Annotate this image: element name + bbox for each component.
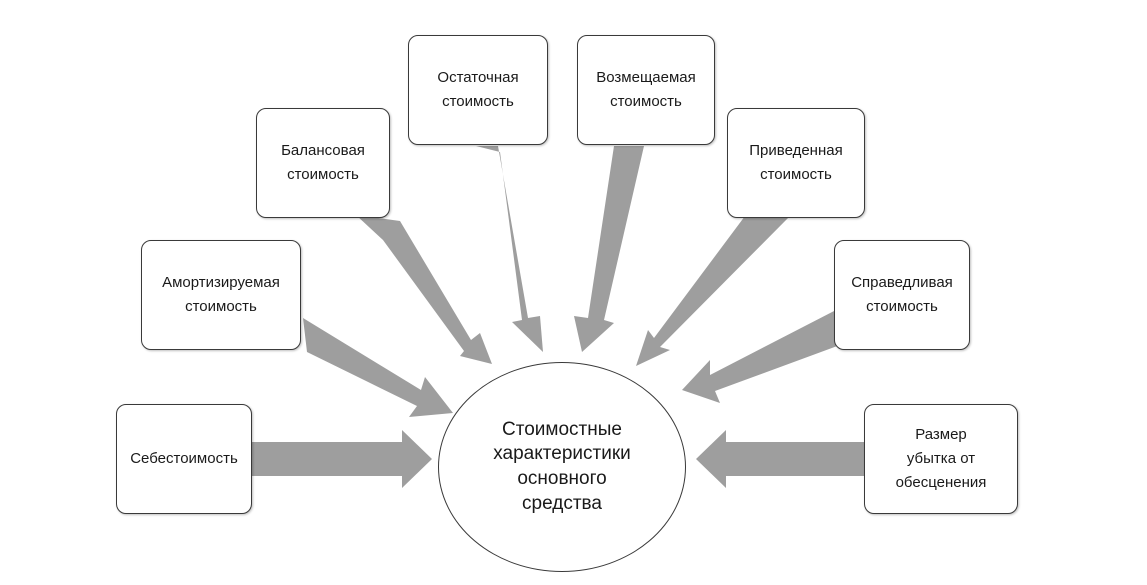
arrow-balans	[356, 215, 492, 364]
node-label: Балансовая стоимость	[281, 142, 365, 183]
node-sebestoimost: Себестоимость	[116, 404, 252, 514]
node-label: Справедливая стоимость	[851, 274, 953, 315]
arrow-amortiz	[303, 318, 453, 417]
node-ostatoch: Остаточная стоимость	[408, 35, 548, 145]
node-spravedl: Справедливая стоимость	[834, 240, 970, 350]
node-ubytok: Размер убытка от обесценения	[864, 404, 1018, 514]
arrow-priveden	[636, 216, 790, 366]
node-label: Остаточная стоимость	[437, 69, 519, 110]
node-vozmesh: Возмещаемая стоимость	[577, 35, 715, 145]
node-priveden: Приведенная стоимость	[727, 108, 865, 218]
center-label: Стоимостные характеристики основного сре…	[493, 418, 631, 514]
node-label: Амортизируемая стоимость	[162, 274, 280, 315]
node-label: Размер убытка от обесценения	[895, 426, 987, 491]
node-label: Себестоимость	[130, 450, 238, 467]
node-label: Приведенная стоимость	[749, 142, 843, 183]
arrow-sebestoimost	[250, 430, 432, 488]
arrow-spravedl	[682, 310, 840, 403]
node-balans: Балансовая стоимость	[256, 108, 390, 218]
arrow-vozmesh	[574, 146, 644, 352]
arrow-ostatoch	[476, 146, 543, 352]
arrow-ubytok	[696, 430, 866, 488]
node-amortiz: Амортизируемая стоимость	[141, 240, 301, 350]
center-ellipse: Стоимостные характеристики основного сре…	[438, 362, 686, 572]
node-label: Возмещаемая стоимость	[596, 69, 696, 110]
